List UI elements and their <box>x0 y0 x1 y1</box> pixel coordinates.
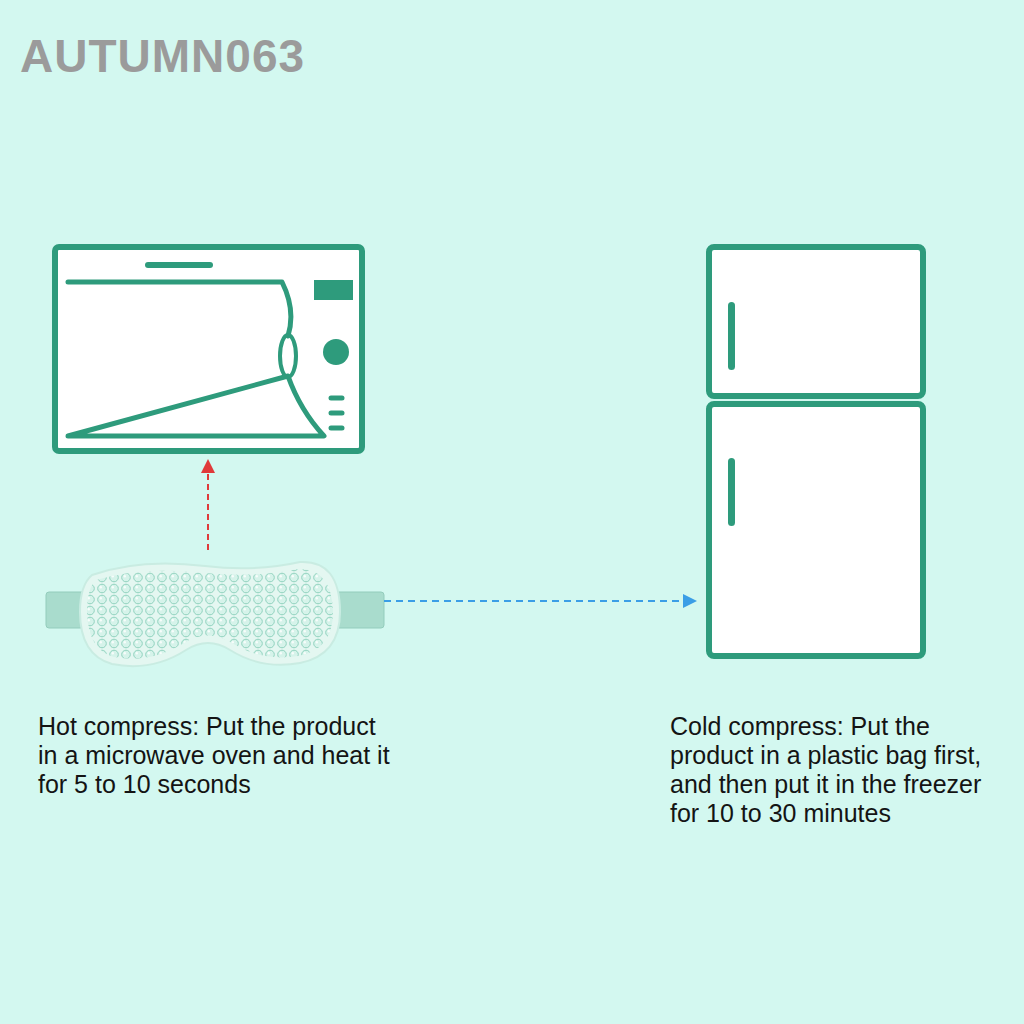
freeze-arrow <box>384 600 690 602</box>
microwave-icon <box>55 247 362 451</box>
watermark: AUTUMN063 <box>20 30 305 82</box>
instruction-text: Cold compress: Put the product in a plas… <box>670 712 1010 828</box>
fridge-icon <box>709 247 923 656</box>
instruction-text: Hot compress: Put the product in a micro… <box>38 712 400 799</box>
heat-arrow <box>207 466 209 550</box>
eye-mask <box>46 562 384 666</box>
